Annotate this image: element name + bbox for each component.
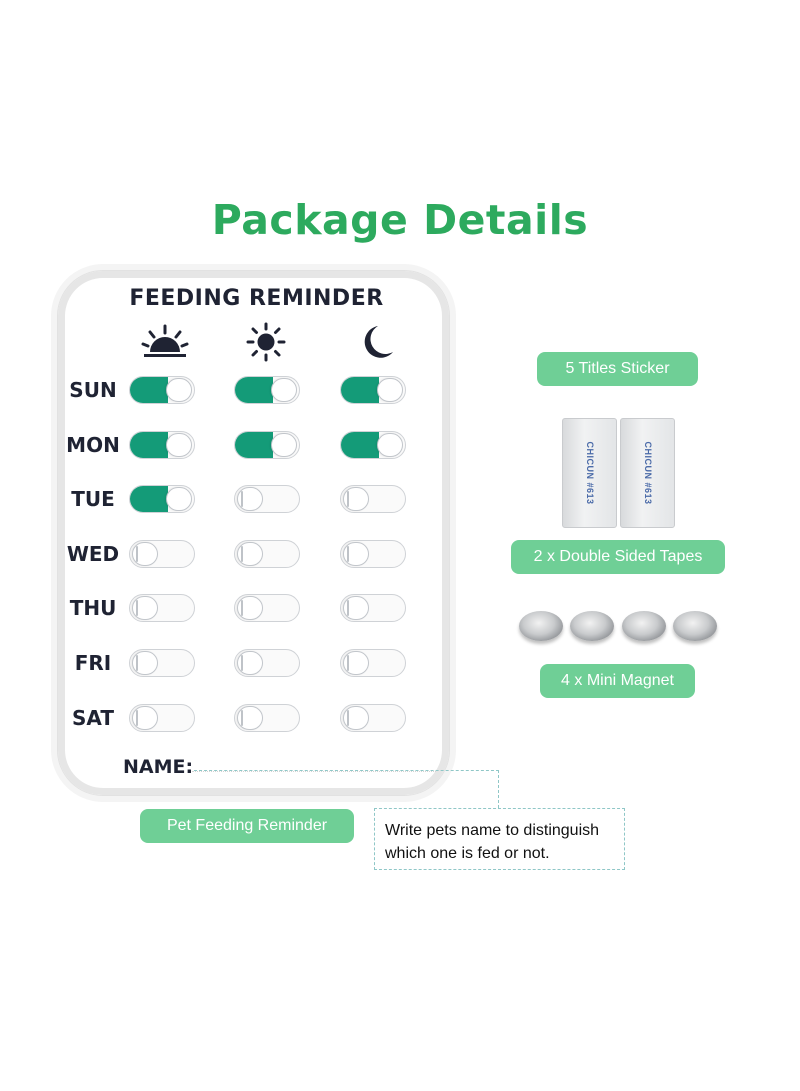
board-title: FEEDING REMINDER [129,286,384,311]
slider-knob[interactable] [166,487,192,511]
feeding-slider-mon-2[interactable] [234,431,300,459]
day-label: TUE [71,487,115,511]
mini-magnet [673,611,717,641]
titles-sticker-label: 5 Titles Sticker [537,352,698,386]
page-title: Package Details [211,196,589,244]
leader-line-horizontal [194,770,499,771]
day-label: SAT [72,706,114,730]
note-line-2: which one is fed or not. [385,845,550,862]
sunrise-icon [141,324,189,357]
feeding-slider-wed-2[interactable] [234,540,300,568]
day-label: THU [69,596,117,620]
slider-knob[interactable] [271,378,297,402]
mini-magnet [570,611,614,641]
slider-knob[interactable] [343,596,369,620]
slider-knob[interactable] [343,706,369,730]
feeding-slider-sun-3[interactable] [340,376,406,404]
feeding-slider-wed-1[interactable] [129,540,195,568]
double-sided-tapes-label: 2 x Double Sided Tapes [511,540,725,574]
slider-knob[interactable] [132,596,158,620]
slider-knob[interactable] [166,433,192,457]
day-label: MON [66,433,120,457]
sun-icon [246,322,286,362]
name-line [192,771,436,772]
feeding-slider-tue-2[interactable] [234,485,300,513]
day-label: WED [66,542,120,566]
feeding-slider-thu-2[interactable] [234,594,300,622]
slider-fill [130,486,168,512]
pet-feeding-reminder-label: Pet Feeding Reminder [140,809,354,843]
slider-knob[interactable] [132,542,158,566]
slider-knob[interactable] [237,487,263,511]
slider-knob[interactable] [166,378,192,402]
slider-knob[interactable] [237,542,263,566]
feeding-slider-tue-1[interactable] [129,485,195,513]
slider-knob[interactable] [237,706,263,730]
slider-fill [341,377,379,403]
feeding-slider-tue-3[interactable] [340,485,406,513]
feeding-slider-wed-3[interactable] [340,540,406,568]
tape-print: CHICUN #613 [642,441,653,505]
slider-knob[interactable] [343,542,369,566]
feeding-slider-fri-1[interactable] [129,649,195,677]
note-line-1: Write pets name to distinguish [385,822,600,839]
slider-fill [235,432,273,458]
slider-fill [235,377,273,403]
slider-knob[interactable] [132,706,158,730]
feeding-slider-mon-1[interactable] [129,431,195,459]
feeding-slider-sun-2[interactable] [234,376,300,404]
feeding-slider-thu-1[interactable] [129,594,195,622]
slider-fill [130,377,168,403]
feeding-slider-fri-3[interactable] [340,649,406,677]
double-sided-tape: CHICUN #613 [562,418,617,528]
mini-magnet [622,611,666,641]
moon-icon [364,326,393,358]
name-label: NAME: [123,756,194,778]
mini-magnet [519,611,563,641]
feeding-slider-fri-2[interactable] [234,649,300,677]
day-label: SUN [69,378,117,402]
feeding-slider-mon-3[interactable] [340,431,406,459]
slider-knob[interactable] [237,596,263,620]
mini-magnet-label: 4 x Mini Magnet [540,664,695,698]
slider-knob[interactable] [343,487,369,511]
slider-knob[interactable] [132,651,158,675]
slider-knob[interactable] [343,651,369,675]
tape-print: CHICUN #613 [584,441,595,505]
feeding-slider-thu-3[interactable] [340,594,406,622]
slider-knob[interactable] [377,378,403,402]
day-label: FRI [74,651,112,675]
slider-fill [341,432,379,458]
slider-knob[interactable] [237,651,263,675]
name-note-box: Write pets name to distinguish which one… [374,808,625,870]
slider-fill [130,432,168,458]
feeding-slider-sun-1[interactable] [129,376,195,404]
leader-line-vertical [498,770,499,808]
slider-knob[interactable] [271,433,297,457]
double-sided-tape: CHICUN #613 [620,418,675,528]
feeding-slider-sat-1[interactable] [129,704,195,732]
slider-knob[interactable] [377,433,403,457]
feeding-slider-sat-3[interactable] [340,704,406,732]
feeding-slider-sat-2[interactable] [234,704,300,732]
